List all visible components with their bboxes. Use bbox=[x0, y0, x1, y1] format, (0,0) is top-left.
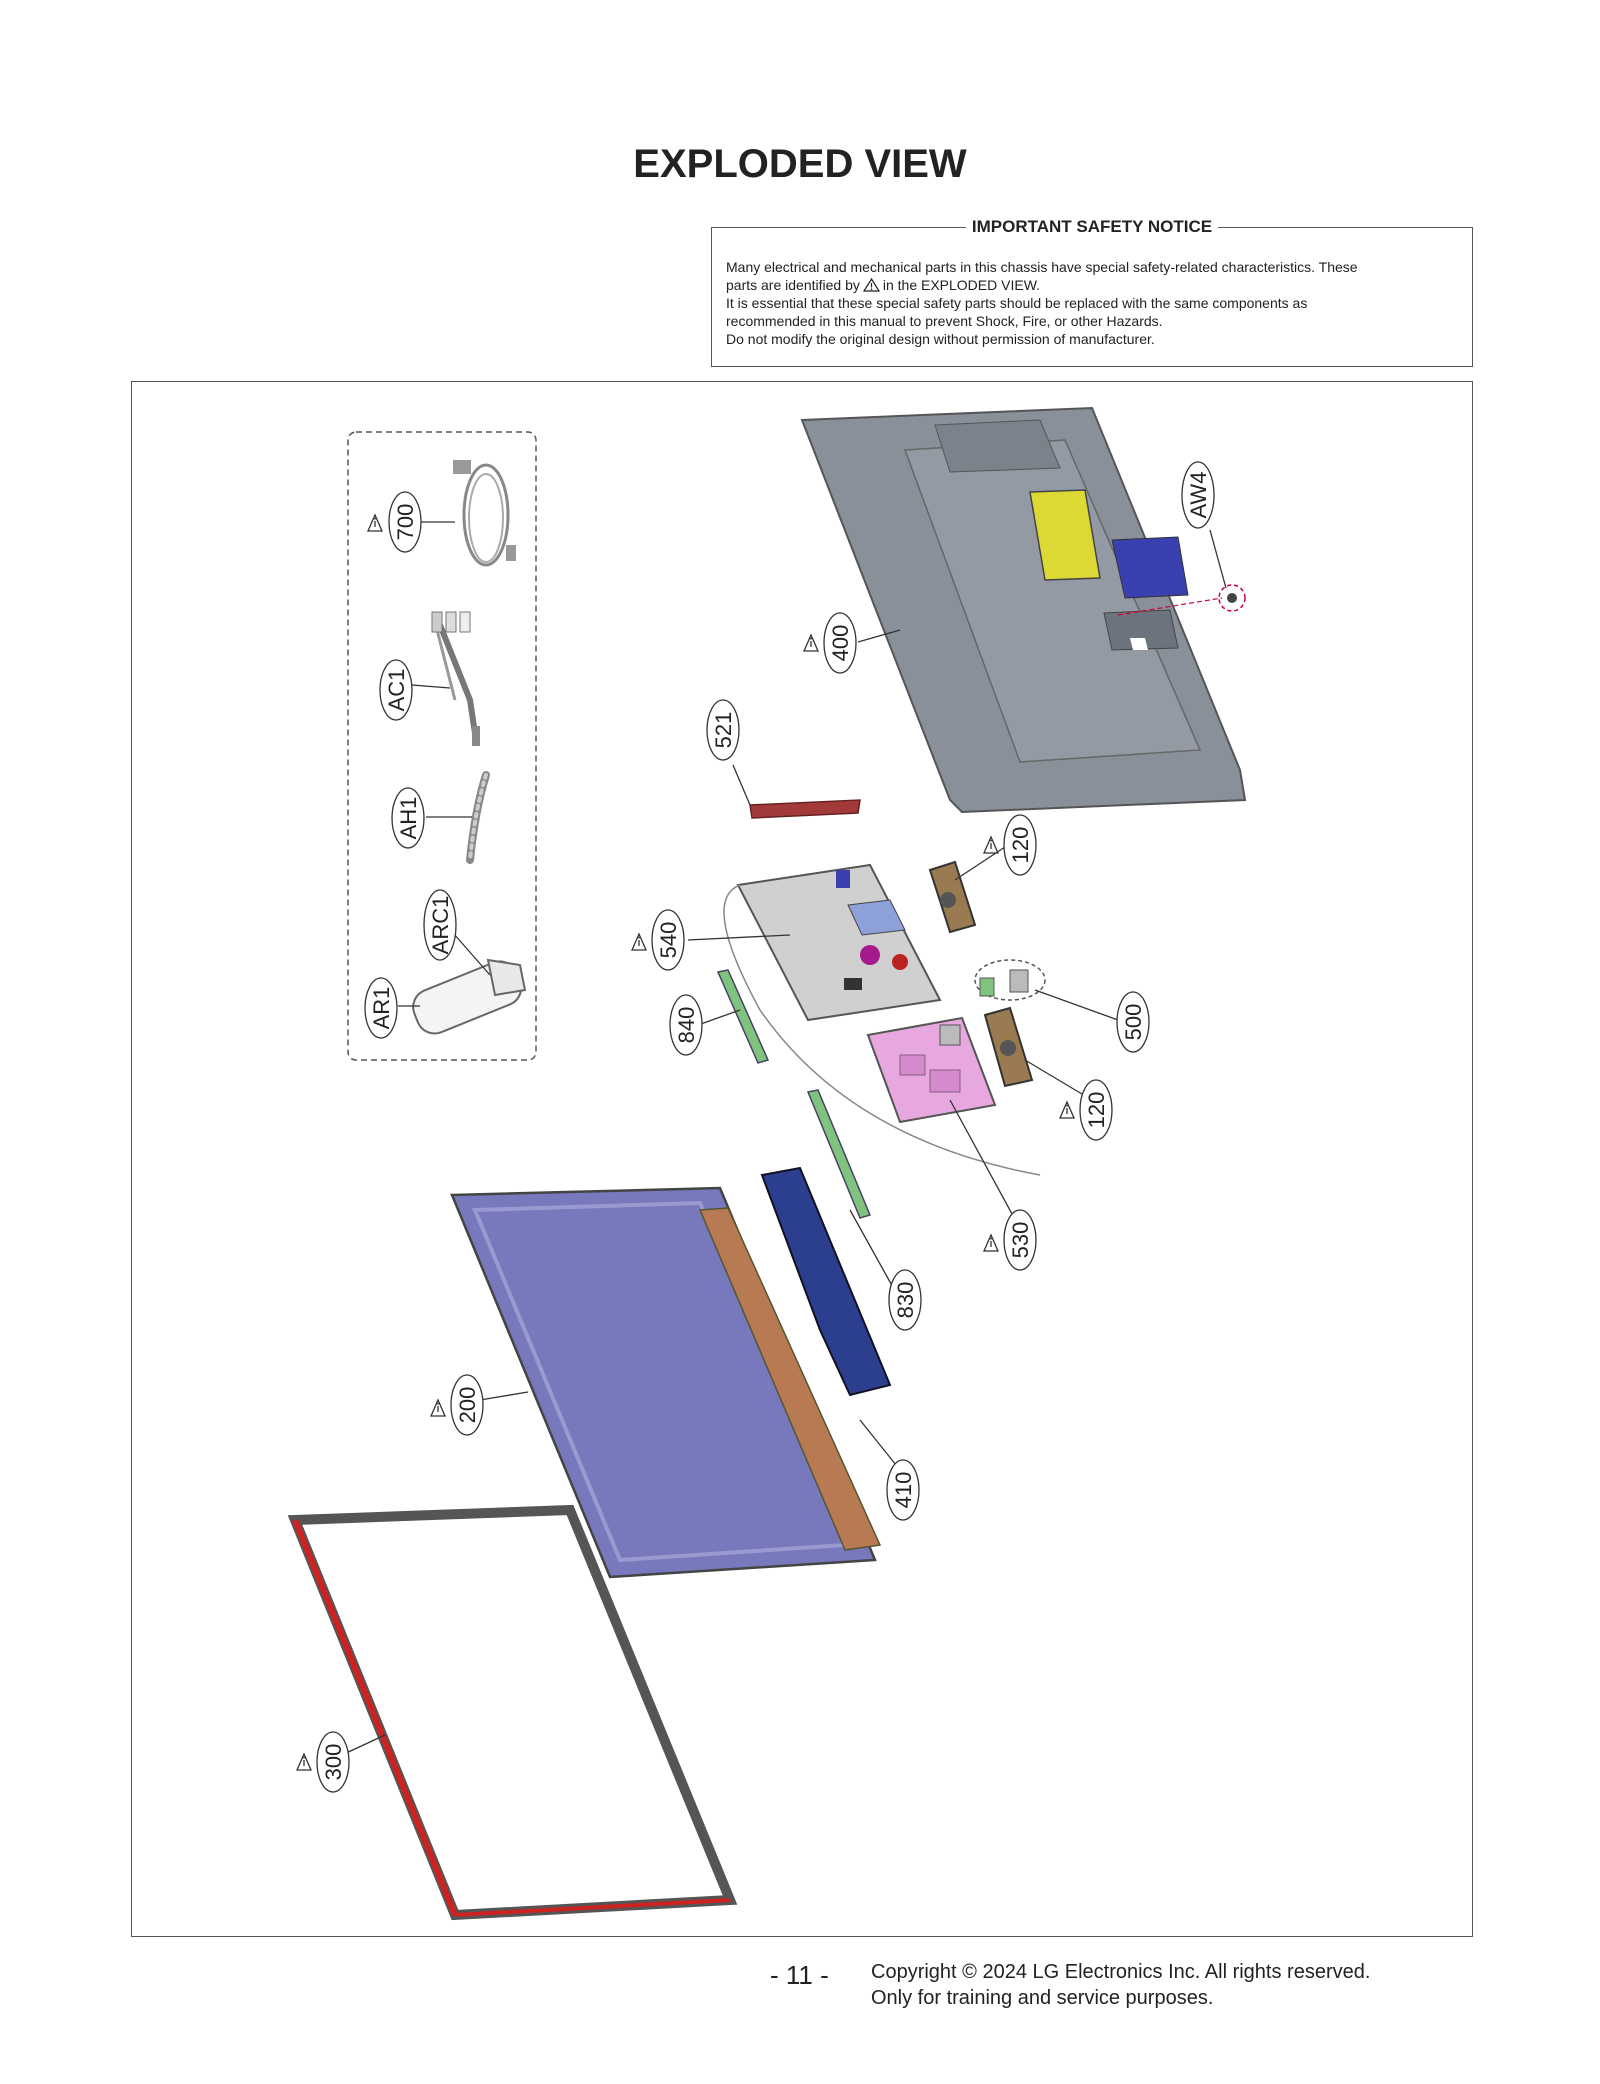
svg-text:AC1: AC1 bbox=[384, 669, 409, 712]
warning-triangle-icon bbox=[430, 1399, 446, 1417]
label-120-lower: 120 bbox=[1079, 1079, 1113, 1141]
label-120-upper: 120 bbox=[1003, 814, 1037, 876]
copyright-notice: Copyright © 2024 LG Electronics Inc. All… bbox=[871, 1959, 1370, 2011]
svg-text:521: 521 bbox=[711, 712, 736, 749]
svg-text:400: 400 bbox=[828, 625, 853, 662]
svg-text:830: 830 bbox=[893, 1282, 918, 1319]
page-number: - 11 - bbox=[770, 1960, 829, 1990]
warning-triangle-icon bbox=[983, 1234, 999, 1252]
ir-board-part bbox=[974, 959, 1046, 1001]
back-cover-part bbox=[800, 406, 1247, 814]
label-200: 200 bbox=[450, 1374, 484, 1436]
safety-notice-box: IMPORTANT SAFETY NOTICE Many electrical … bbox=[711, 217, 1473, 367]
notice-line-4: recommended in this manual to prevent Sh… bbox=[726, 313, 1163, 329]
label-300: 300 bbox=[316, 1731, 350, 1793]
main-board-part bbox=[736, 863, 942, 1022]
label-arc1: ARC1 bbox=[423, 889, 457, 961]
leader-lines bbox=[341, 521, 1227, 1756]
label-400: 400 bbox=[823, 612, 857, 674]
warning-triangle-icon bbox=[862, 278, 880, 292]
notice-line-3: It is essential that these special safet… bbox=[726, 295, 1308, 311]
speaker-lower-part bbox=[983, 1006, 1034, 1088]
cable-holder-part bbox=[466, 771, 490, 864]
label-aw4: AW4 bbox=[1181, 461, 1215, 529]
copyright-line-1: Copyright © 2024 LG Electronics Inc. All… bbox=[871, 1961, 1371, 1983]
accessory-box bbox=[347, 431, 537, 1061]
label-840: 840 bbox=[669, 994, 703, 1056]
exploded-view-frame bbox=[131, 381, 1473, 1937]
connector-bracket-521-part bbox=[749, 799, 861, 819]
label-830: 830 bbox=[888, 1269, 922, 1331]
notice-line-5: Do not modify the original design withou… bbox=[726, 331, 1155, 347]
power-cord-part bbox=[453, 460, 516, 567]
svg-text:ARC1: ARC1 bbox=[428, 896, 453, 955]
label-500: 500 bbox=[1116, 991, 1150, 1053]
front-cabinet-part bbox=[287, 1504, 738, 1921]
notice-line-1: Many electrical and mechanical parts in … bbox=[726, 259, 1358, 275]
main-bracket-410-part bbox=[760, 1166, 892, 1397]
label-530: 530 bbox=[1003, 1209, 1037, 1271]
safety-notice-body: Many electrical and mechanical parts in … bbox=[726, 258, 1458, 348]
svg-text:200: 200 bbox=[455, 1387, 480, 1424]
svg-text:AW4: AW4 bbox=[1186, 472, 1211, 519]
svg-text:530: 530 bbox=[1008, 1222, 1033, 1259]
label-521: 521 bbox=[706, 699, 740, 761]
led-driver-840-part bbox=[716, 969, 770, 1064]
warning-triangle-icon bbox=[803, 634, 819, 652]
label-ac1: AC1 bbox=[379, 659, 413, 721]
speaker-upper-part bbox=[928, 860, 977, 934]
ffc-cable-part bbox=[723, 884, 1041, 1176]
svg-text:410: 410 bbox=[891, 1472, 916, 1509]
page-title: EXPLODED VIEW bbox=[633, 142, 967, 186]
svg-text:840: 840 bbox=[674, 1007, 699, 1044]
led-driver-830-part bbox=[806, 1089, 872, 1219]
svg-text:300: 300 bbox=[321, 1744, 346, 1781]
label-540: 540 bbox=[651, 909, 685, 971]
label-ah1: AH1 bbox=[391, 787, 425, 849]
warning-triangle-icon bbox=[367, 514, 383, 532]
svg-text:AH1: AH1 bbox=[396, 797, 421, 840]
svg-text:700: 700 bbox=[393, 504, 418, 541]
warning-triangle-icon bbox=[631, 933, 647, 951]
av-cable-part bbox=[431, 611, 480, 746]
svg-text:AR1: AR1 bbox=[369, 987, 394, 1030]
svg-text:120: 120 bbox=[1008, 827, 1033, 864]
svg-text:120: 120 bbox=[1084, 1092, 1109, 1129]
warning-triangle-icon bbox=[296, 1753, 312, 1771]
label-700: 700 bbox=[388, 491, 422, 553]
label-410: 410 bbox=[886, 1459, 920, 1521]
warning-triangle-icon bbox=[983, 836, 999, 854]
svg-text:540: 540 bbox=[656, 922, 681, 959]
svg-text:500: 500 bbox=[1121, 1004, 1146, 1041]
warning-triangle-icon bbox=[1059, 1101, 1075, 1119]
remote-control-part bbox=[412, 958, 527, 1035]
lcd-panel-part bbox=[450, 1186, 882, 1579]
safety-notice-title: IMPORTANT SAFETY NOTICE bbox=[965, 217, 1219, 236]
power-board-part bbox=[866, 1016, 997, 1124]
label-ar1: AR1 bbox=[364, 977, 398, 1039]
copyright-line-2: Only for training and service purposes. bbox=[871, 1987, 1214, 2009]
